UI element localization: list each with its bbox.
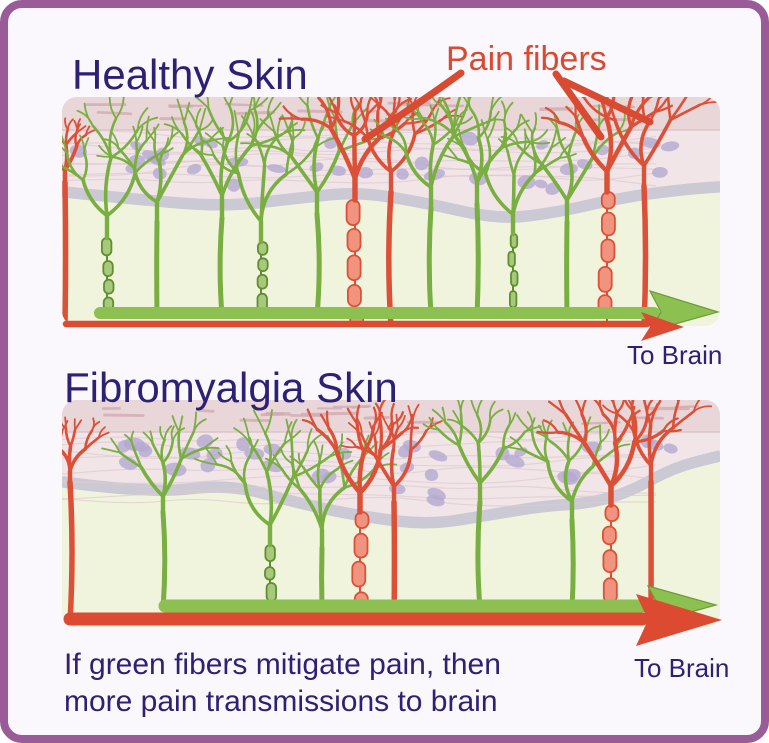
cell-nucleus <box>338 447 352 460</box>
cell-nucleus <box>186 163 202 175</box>
touch-fiber <box>163 97 306 319</box>
cell-nucleus <box>426 494 445 507</box>
cell-nucleus <box>138 445 153 458</box>
touch-fiber <box>422 400 542 612</box>
cell-nucleus <box>651 166 668 178</box>
pain-fiber <box>559 97 720 326</box>
cell-nucleus <box>414 156 429 171</box>
cell-nucleus <box>227 178 241 192</box>
touch-fiber <box>96 98 230 319</box>
fibromyalgia-skin-illustration-arrows <box>63 585 722 646</box>
pain-fibers-label: Pain fibers <box>446 40 607 78</box>
cell-nucleus <box>118 456 138 470</box>
cell-nucleus <box>267 164 286 174</box>
cell-nucleus <box>330 165 346 176</box>
pain-fiber <box>62 416 110 625</box>
cell-nucleus <box>663 443 678 454</box>
cell-nucleus <box>424 468 439 482</box>
pain-fiber <box>301 400 420 622</box>
fibromyalgia-skin-illustration <box>62 400 720 627</box>
cell-nucleus <box>504 454 525 468</box>
cell-nucleus <box>236 437 251 452</box>
cell-nucleus <box>557 471 578 485</box>
skin-illustration-canvas <box>62 69 722 646</box>
cell-nucleus <box>206 448 223 460</box>
touch-fiber <box>399 97 551 319</box>
cell-nucleus <box>534 179 548 189</box>
cell-nucleus <box>660 141 680 152</box>
pain-fiber <box>536 400 682 623</box>
cell-nucleus <box>357 166 374 179</box>
fibromyalgia-skin-title: Fibromyalgia Skin <box>64 364 398 411</box>
caption-line-1: If green fibers mitigate pain, then <box>64 648 501 681</box>
touch-fiber <box>193 409 353 609</box>
cell-nucleus <box>396 168 409 180</box>
to-brain-label-fibromyalgia: To Brain <box>634 653 730 683</box>
cell-nucleus <box>428 450 448 462</box>
cell-nucleus <box>123 437 146 452</box>
touch-fiber <box>240 97 382 319</box>
red-arrowhead <box>636 594 722 646</box>
healthy-skin-title: Healthy Skin <box>72 51 308 98</box>
touch-fiber <box>101 411 220 612</box>
to-brain-label-healthy: To Brain <box>627 340 723 370</box>
caption-line-2: more pain transmissions to brain <box>64 685 498 718</box>
conclusion-caption: If green fibers mitigate pain, then more… <box>64 646 501 720</box>
red-arrowhead <box>641 312 684 341</box>
cell-nucleus <box>460 131 478 146</box>
healthy-skin-illustration-arrows <box>62 290 721 341</box>
pain-fibers-pointer-lines <box>361 69 654 143</box>
